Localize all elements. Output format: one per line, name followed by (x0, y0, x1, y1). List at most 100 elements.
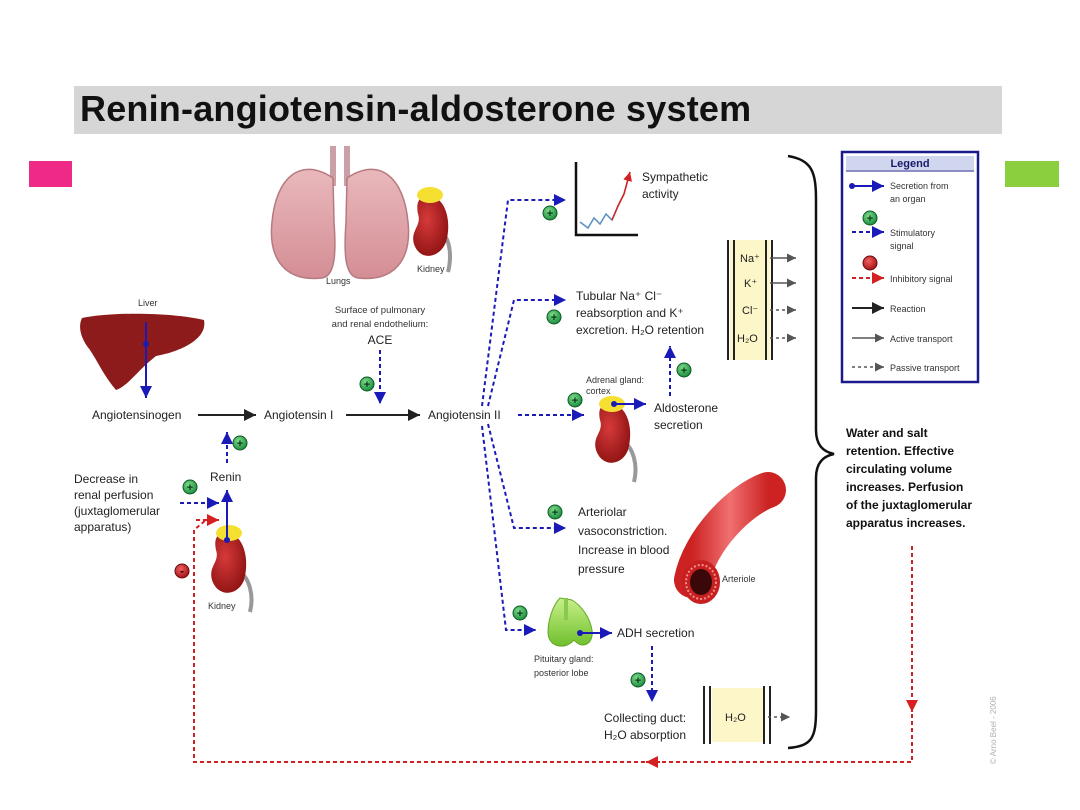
sympathetic-text-1: Sympathetic (642, 170, 708, 184)
adrenal-kidney-image (595, 396, 638, 483)
collecting-text-2: H₂O absorption (604, 728, 686, 742)
ion-k-label: K⁺ (744, 278, 757, 290)
legend-stimulatory-1: Stimulatory (890, 228, 936, 238)
plus-badge: + (359, 376, 375, 392)
kidney-bottom-image (211, 525, 254, 613)
aldosterone-text-1: Aldosterone (654, 401, 718, 415)
surface-text-1: Surface of pulmonary (335, 305, 426, 316)
title-bar (74, 86, 1002, 134)
arteriole-label: Arteriole (722, 574, 756, 584)
ion-na-label: Na⁺ (740, 253, 760, 265)
angiotensinogen-label: Angiotensinogen (92, 408, 181, 422)
angiotensin-1-label: Angiotensin I (264, 408, 333, 422)
decrease-text-3: (juxtaglomerular (74, 504, 160, 518)
accent-bar-left (29, 161, 72, 187)
plus-badge: + (232, 435, 248, 451)
effects-brace (787, 154, 835, 750)
copyright-text: © Arno Beel - 2006 (989, 696, 998, 764)
kidney-top-image (413, 187, 452, 273)
adrenal-text-1: Adrenal gland: (586, 375, 644, 385)
svg-text:+: + (364, 379, 370, 391)
plus-badge: + (676, 362, 692, 378)
surface-text-2: and renal endothelium: (332, 319, 429, 330)
svg-text:+: + (681, 365, 687, 377)
plus-badge: + (567, 392, 583, 408)
legend-box: + (840, 150, 980, 384)
ace-label: ACE (368, 333, 393, 347)
sympathetic-text-2: activity (642, 187, 679, 201)
ion-transport-box (727, 240, 796, 360)
aldosterone-secretion-origin (611, 401, 617, 407)
legend-secretion-1: Secretion from (890, 181, 949, 191)
accent-bar-right (1005, 161, 1059, 187)
svg-text:-: - (180, 564, 184, 578)
angiotensin-2-branches (481, 194, 584, 636)
svg-text:+: + (552, 507, 558, 519)
svg-text:+: + (547, 208, 553, 220)
water-text-3: circulating volume (846, 462, 952, 476)
collecting-text-1: Collecting duct: (604, 711, 686, 725)
legend-secretion-2: an organ (890, 194, 926, 204)
decrease-text-2: renal perfusion (74, 488, 153, 502)
arteriolar-text-3: Increase in blood (578, 543, 669, 557)
plus-badge: + (182, 479, 198, 495)
sympathetic-graph (574, 162, 638, 237)
legend-reaction: Reaction (890, 304, 926, 314)
kidney-top-label: Kidney (417, 264, 445, 274)
angiotensin-2-label: Angiotensin II (428, 408, 501, 422)
page-title: Renin-angiotensin-aldosterone system (80, 88, 752, 129)
minus-badge: - (174, 563, 190, 579)
svg-text:+: + (517, 608, 523, 620)
plus-badge: + (542, 205, 558, 221)
adrenal-text-2: cortex (586, 386, 611, 396)
liver-label: Liver (138, 298, 158, 308)
legend-inhibitory: Inhibitory signal (890, 274, 953, 284)
adh-label: ADH secretion (617, 626, 694, 640)
tubular-text-2: reabsorption and K⁺ (576, 306, 684, 320)
svg-text:+: + (635, 675, 641, 687)
arteriolar-text-1: Arteriolar (578, 505, 627, 519)
legend-title: Legend (890, 158, 929, 170)
aldosterone-text-2: secretion (654, 418, 703, 432)
adh-secretion-origin (577, 630, 583, 636)
duct-h2o-label: H₂O (725, 712, 746, 724)
plus-badge: + (547, 504, 563, 520)
svg-text:+: + (572, 395, 578, 407)
kidney-bottom-label: Kidney (208, 601, 236, 611)
svg-text:+: + (867, 213, 873, 225)
arteriolar-text-2: vasoconstriction. (578, 524, 667, 538)
pituitary-text-1: Pituitary gland: (534, 654, 594, 664)
arteriole-image (674, 472, 786, 604)
plus-badge: + (512, 605, 528, 621)
legend-stimulatory-2: signal (890, 241, 914, 251)
decrease-text-4: apparatus) (74, 520, 131, 534)
lungs-label: Lungs (326, 276, 351, 286)
renin-secretion-origin (224, 537, 230, 543)
arteriolar-text-4: pressure (578, 562, 625, 576)
ion-h2o-label: H₂O (737, 333, 758, 345)
tubular-text-3: excretion. H₂O retention (576, 323, 704, 337)
pituitary-text-2: posterior lobe (534, 668, 589, 678)
water-text-4: increases. Perfusion (846, 480, 963, 494)
pituitary-image (547, 597, 593, 647)
collecting-duct-box (703, 686, 790, 744)
svg-text:+: + (187, 482, 193, 494)
lungs-image (270, 146, 410, 280)
water-text-1: Water and salt (846, 426, 928, 440)
svg-text:+: + (237, 438, 243, 450)
ion-cl-label: Cl⁻ (742, 305, 758, 317)
legend-active: Active transport (890, 334, 953, 344)
renin-label: Renin (210, 470, 241, 484)
liver-image (80, 313, 205, 398)
stimulatory-badges: + + + + + + + + + + (182, 205, 692, 688)
water-text-6: apparatus increases. (846, 516, 965, 530)
water-text-5: of the juxtaglomerular (846, 498, 972, 512)
water-text-2: retention. Effective (846, 444, 954, 458)
legend-passive: Passive transport (890, 363, 960, 373)
tubular-text-1: Tubular Na⁺ Cl⁻ (576, 289, 662, 303)
plus-badge: + (546, 309, 562, 325)
decrease-text-1: Decrease in (74, 472, 138, 486)
svg-text:+: + (551, 312, 557, 324)
plus-badge: + (630, 672, 646, 688)
